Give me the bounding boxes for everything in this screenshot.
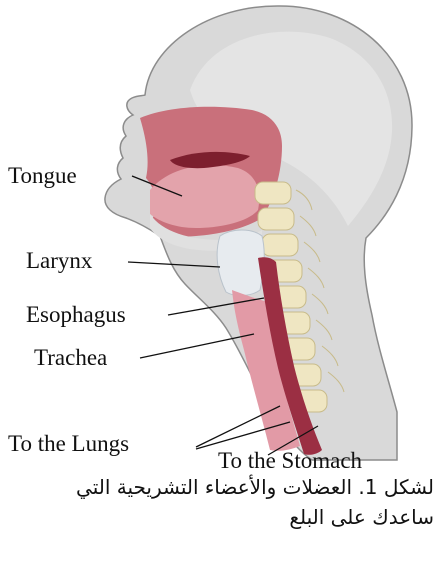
label-esophagus: Esophagus	[26, 302, 126, 327]
label-to-the-lungs: To the Lungs	[8, 431, 129, 456]
label-trachea: Trachea	[34, 345, 107, 370]
label-to-the-stomach: To the Stomach	[218, 448, 363, 470]
caption-line-1: لشكل 1. العضلات والأعضاء التشريحية التي	[0, 472, 434, 502]
label-larynx: Larynx	[26, 248, 93, 273]
swallowing-anatomy-diagram: Tongue Larynx Esophagus Trachea To the L…	[0, 0, 434, 470]
larynx-shape	[217, 230, 264, 296]
figure-caption: لشكل 1. العضلات والأعضاء التشريحية التي …	[0, 472, 434, 562]
caption-line-2: سا‌عدك على البلع	[0, 502, 434, 532]
label-tongue: Tongue	[8, 163, 77, 188]
